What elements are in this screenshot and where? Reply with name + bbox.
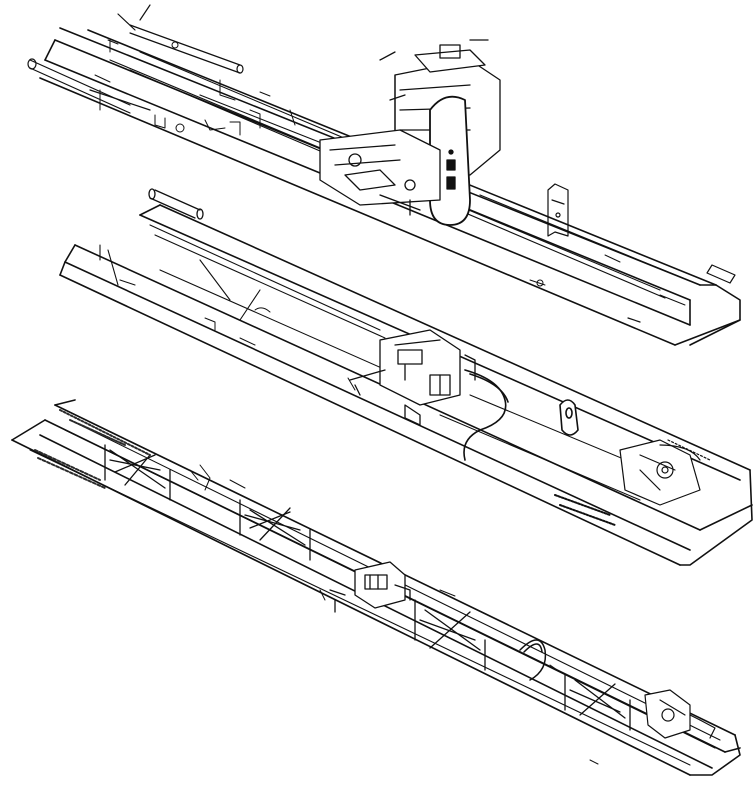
machine-2-motor: [349, 329, 476, 426]
machine-1-handle-bars: [94, 39, 686, 306]
machine-1-mount-plate: [547, 183, 736, 323]
machine-2-callouts: [204, 307, 356, 391]
machine-2-end-drive: [554, 439, 711, 526]
machine-3-truss-screed: [11, 399, 741, 776]
machine-3-chain: [34, 409, 151, 489]
machine-3-drive-unit: [329, 561, 411, 613]
machine-3-end-drive: [644, 689, 716, 739]
machine-3-truss-bracing: [104, 444, 631, 731]
machine-2-rail-back: [99, 224, 651, 501]
machine-1-engine: [319, 39, 501, 226]
machine-2-rail-front: [148, 188, 204, 220]
machine-2-lift-eye: [559, 399, 579, 436]
machine-2-cable: [463, 369, 509, 461]
machine-3-details: [189, 464, 599, 765]
machine-3-cable: [519, 639, 547, 681]
machine-2-electric-screed: [59, 188, 753, 566]
machine-1-engine-screed: [27, 4, 741, 346]
